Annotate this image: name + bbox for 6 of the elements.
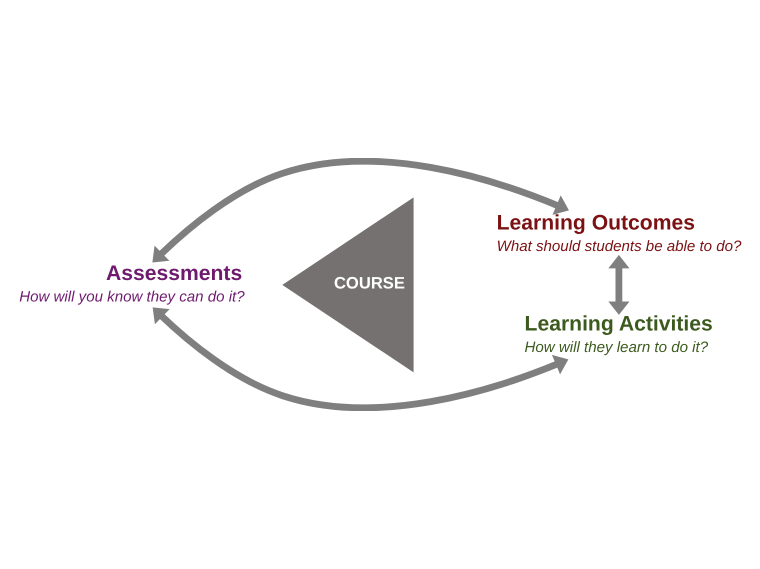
arrow (152, 307, 568, 411)
node-text: Assessments How will you know they can do it? (19, 262, 245, 306)
arrow (152, 158, 569, 263)
node-text: Learning Outcomes What should students be able to do? (496, 211, 742, 255)
node-text: Learning Activities How will they learn to do it? (524, 312, 713, 356)
arrow (608, 254, 630, 315)
